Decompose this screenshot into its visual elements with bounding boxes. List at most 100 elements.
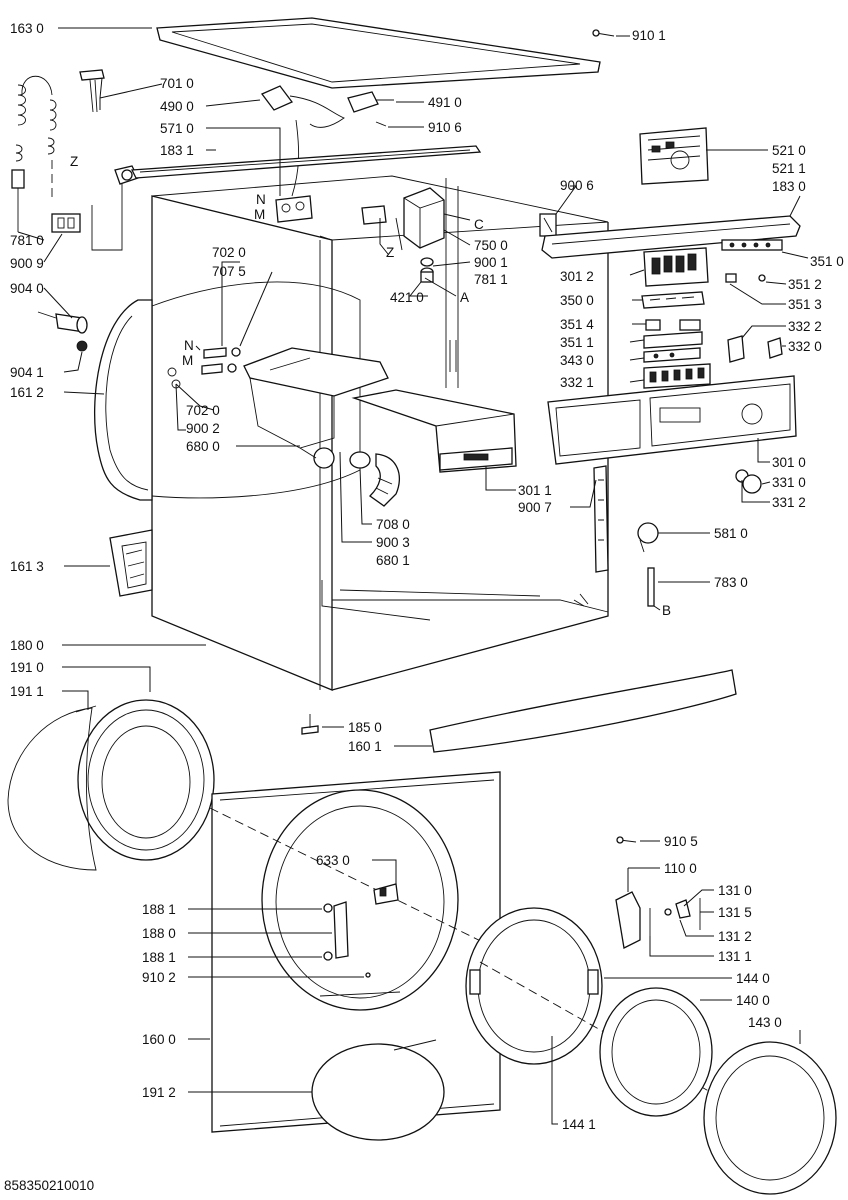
part-label-dispenser-6800: 680 0 — [186, 439, 220, 454]
brackets-drawing — [727, 335, 783, 363]
part-label-top-cover: 163 0 — [10, 21, 44, 36]
buttons-3321-drawing — [643, 363, 711, 389]
part-label-spring-7810: 781 0 — [10, 233, 44, 248]
part-label-letter-N-valve: N — [256, 192, 266, 207]
part-label-cabinet-1800: 180 0 — [10, 638, 44, 653]
part-label-plinth-1601: 160 1 — [348, 739, 382, 754]
pressure-switch-drawing — [637, 522, 659, 553]
part-label-cap-4210: 421 0 — [390, 290, 424, 305]
part-label-pcb-3012: 301 2 — [560, 269, 594, 284]
document-code: 858350210010 — [4, 1178, 94, 1193]
part-label-letter-B: B — [662, 603, 671, 618]
part-label-bracket-3322: 332 2 — [788, 319, 822, 334]
part-label-letter-C: C — [474, 217, 484, 232]
part-label-clamp-9003: 900 3 — [376, 535, 410, 550]
part-label-button-3511: 351 1 — [560, 335, 594, 350]
hose-hook-drawing — [91, 165, 139, 251]
part-label-drawer-3011: 301 1 — [518, 483, 552, 498]
part-labels: 163 0 910 1 701 0 490 0 491 0 571 0 910 … — [4, 21, 844, 1193]
top-cover-drawing — [156, 17, 601, 89]
cabinet-drawing — [151, 175, 609, 691]
part-label-foot-9040: 904 0 — [10, 281, 44, 296]
clip-9006-drawing — [539, 213, 557, 237]
part-label-lid-pin: 701 0 — [160, 76, 194, 91]
part-label-button-3514: 351 4 — [560, 317, 594, 332]
filter-drawing — [361, 187, 445, 251]
top-screw-drawing — [592, 29, 615, 37]
left-springs-drawing — [11, 76, 57, 232]
buttons-drawing — [643, 319, 703, 349]
part-label-harness: 571 0 — [160, 121, 194, 136]
lock-6330-drawing — [373, 883, 399, 905]
part-label-clip-9009: 900 9 — [10, 256, 44, 271]
drawer-drawing — [351, 389, 517, 473]
plinth-drawing — [429, 669, 737, 753]
part-label-screw-9105: 910 5 — [664, 834, 698, 849]
part-label-letter-N-inlet: N — [184, 338, 194, 353]
part-label-top-screw: 910 1 — [632, 28, 666, 43]
parts-drawings — [7, 17, 837, 1195]
part-label-catch-1310: 131 0 — [718, 883, 752, 898]
rod-drawing — [647, 567, 655, 607]
part-label-screw-9102: 910 2 — [142, 970, 176, 985]
knobs-drawing — [735, 469, 762, 494]
part-label-inlet-7075: 707 5 — [212, 264, 246, 279]
part-label-front-panel-1600: 160 0 — [142, 1032, 176, 1047]
part-label-hinge-1881-b: 188 1 — [142, 950, 176, 965]
part-label-hinge-1100: 110 0 — [664, 861, 697, 876]
control-panel-drawing — [547, 375, 797, 465]
part-label-panel-1613: 161 3 — [10, 559, 44, 574]
knob-bar-drawing — [721, 239, 783, 251]
part-label-gasket-ring-1911: 191 1 — [10, 684, 44, 699]
foot-1850-drawing — [301, 714, 319, 735]
part-label-rear-rail: 183 0 — [772, 179, 806, 194]
part-label-gasket-1910: 191 0 — [10, 660, 44, 675]
part-label-control-module: 521 0 — [772, 143, 806, 158]
part-label-bracket-3320: 332 0 — [788, 339, 822, 354]
part-label-foot-1850: 185 0 — [348, 720, 382, 735]
part-label-hook-1315: 131 5 — [718, 905, 752, 920]
hinge-catch-drawing — [615, 836, 701, 949]
foot-9040-drawing — [37, 311, 88, 352]
board-3500-drawing — [641, 291, 705, 309]
control-module-drawing — [639, 127, 709, 185]
part-label-switch-3512: 351 2 — [788, 277, 822, 292]
clip-9009-drawing — [51, 213, 81, 233]
valve-drawing — [275, 195, 313, 223]
part-label-light-3430: 343 0 — [560, 353, 594, 368]
inlet-hose-drawing — [167, 347, 241, 389]
part-label-letter-M-valve: M — [254, 207, 265, 222]
part-label-seal-7811: 781 1 — [474, 272, 508, 287]
part-label-board-3500: 350 0 — [560, 293, 594, 308]
part-label-knob-3310: 331 0 — [772, 475, 806, 490]
panel-1613-drawing — [109, 529, 153, 597]
switch-lever-drawing — [725, 273, 766, 283]
part-label-control-module-alt: 521 1 — [772, 161, 806, 176]
part-label-bellows-6801: 680 1 — [376, 553, 410, 568]
part-label-door-glass-1400: 140 0 — [736, 993, 770, 1008]
part-label-latch-1312: 131 2 — [718, 929, 752, 944]
hinges-drawing — [323, 901, 371, 978]
door-frame-drawing — [465, 907, 761, 1121]
part-label-hinge-1881-a: 188 1 — [142, 902, 176, 917]
part-label-hose-7080: 708 0 — [376, 517, 410, 532]
gasket-drawing — [7, 699, 215, 871]
part-label-switch-5810: 581 0 — [714, 526, 748, 541]
part-label-knob-3510: 351 0 — [810, 254, 844, 269]
suppressor-drawing — [260, 85, 394, 197]
part-label-letter-Z-left: Z — [70, 154, 78, 169]
light-3430-drawing — [643, 347, 701, 363]
part-label-inlet-7020: 702 0 — [212, 245, 246, 260]
part-label-pin-1311: 131 1 — [718, 949, 752, 964]
part-label-panel-3010: 301 0 — [772, 455, 806, 470]
door-ring-drawing — [703, 1041, 837, 1195]
part-label-knob-3312: 331 2 — [772, 495, 806, 510]
leader-lines — [17, 27, 809, 1125]
part-label-lever-3513: 351 3 — [788, 297, 822, 312]
part-label-screw-9106: 910 6 — [428, 120, 462, 135]
part-label-letter-M-inlet: M — [182, 353, 193, 368]
part-label-door-ring-1430: 143 0 — [748, 1015, 782, 1030]
part-label-top-rail: 183 1 — [160, 143, 194, 158]
part-label-letter-A: A — [460, 290, 469, 305]
